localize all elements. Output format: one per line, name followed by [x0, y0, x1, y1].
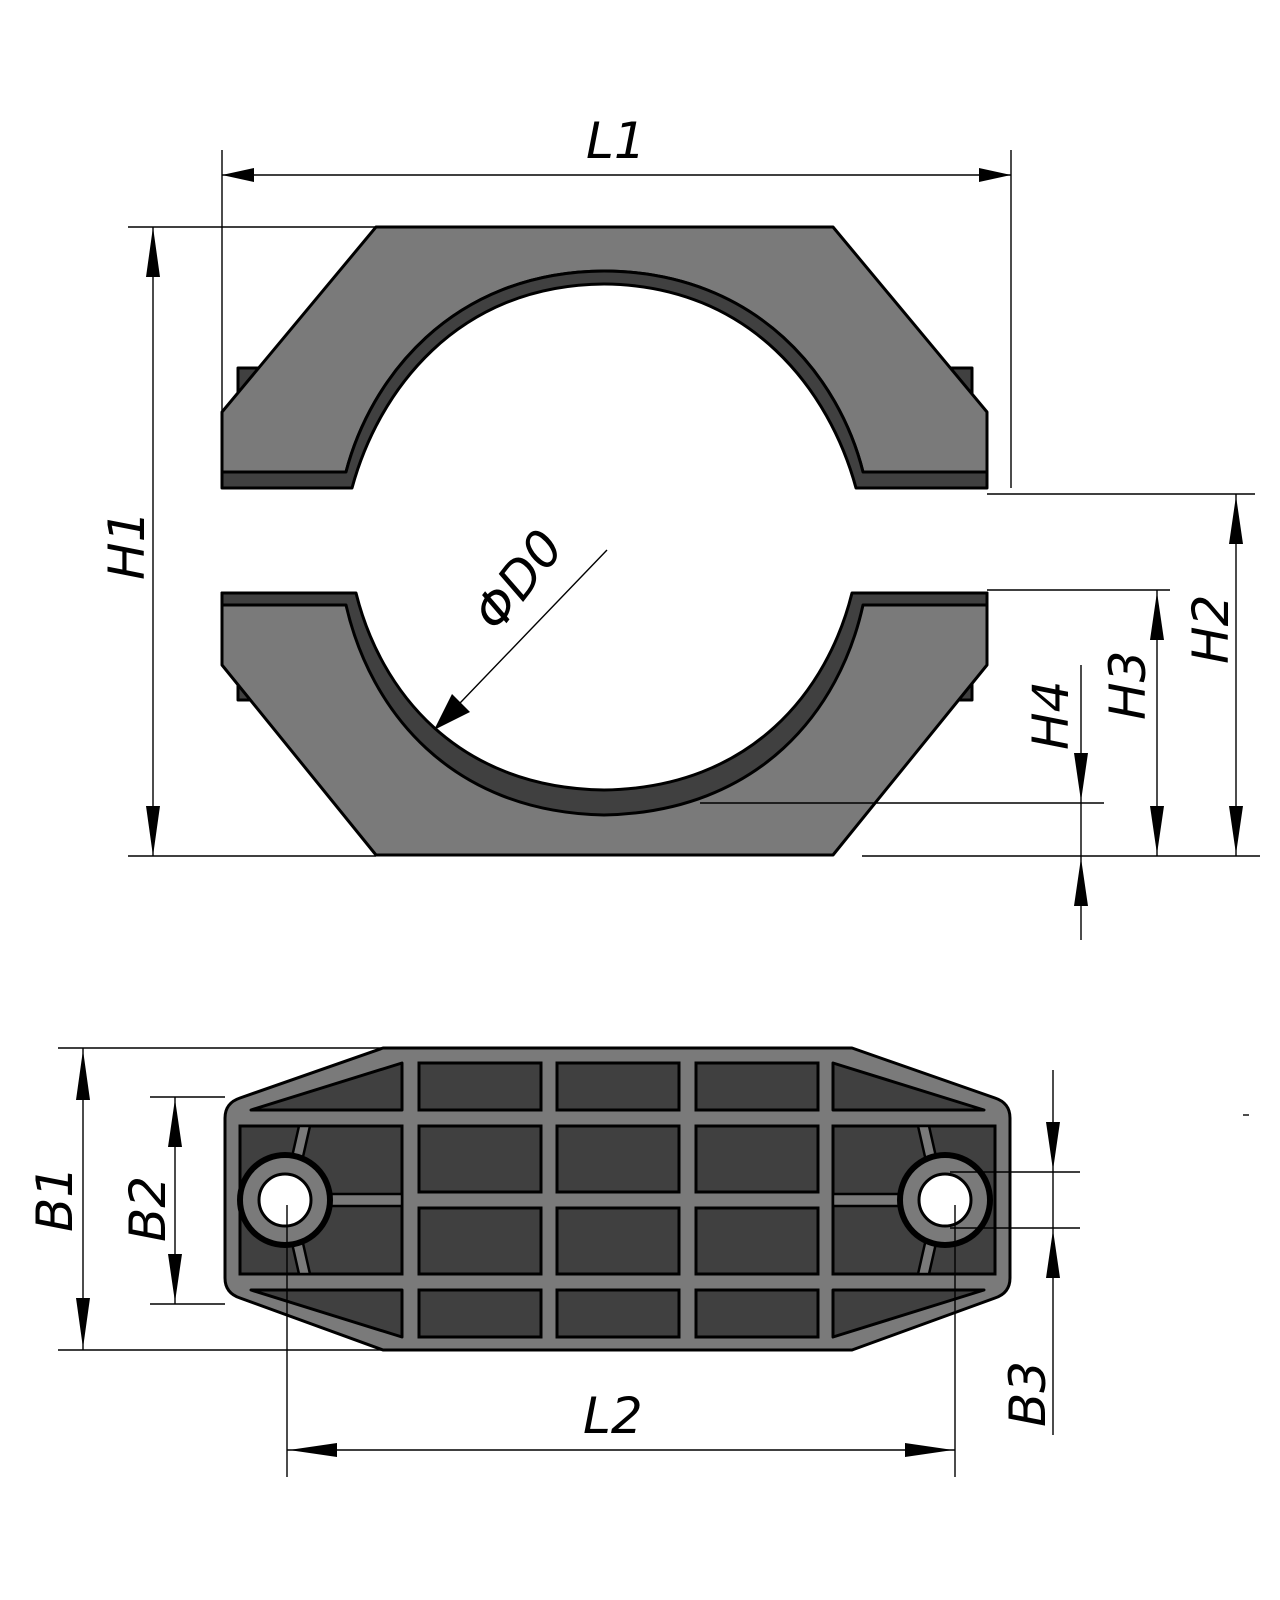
- label-h2: H2: [1182, 595, 1240, 664]
- bottom-view: B1 B2 B3 L2: [26, 1046, 1249, 1477]
- dimension-b1: B1: [26, 1047, 383, 1351]
- dimension-b3: B3: [950, 1070, 1080, 1435]
- label-l2: L2: [583, 1387, 643, 1445]
- pocket-triangle-top-left: [249, 1061, 404, 1112]
- label-h4: H4: [1022, 681, 1080, 750]
- front-view: L1 H1 ΦD0 H2: [98, 112, 1260, 940]
- label-h3: H3: [1099, 651, 1157, 720]
- dimension-h2: H2: [1182, 494, 1243, 856]
- right-bolt-hole: [917, 1172, 973, 1228]
- lower-liner: [220, 591, 989, 817]
- dimension-h3: H3: [1099, 590, 1164, 856]
- dimension-l2: L2: [286, 1205, 956, 1477]
- pocket-triangle-bottom-right: [831, 1288, 986, 1339]
- upper-clamp-half: [220, 225, 989, 474]
- label-b1: B1: [26, 1166, 84, 1232]
- left-bolt-hole: [257, 1172, 313, 1228]
- label-h1: H1: [98, 511, 156, 580]
- pocket-triangle-bottom-left: [249, 1288, 404, 1339]
- upper-liner: [220, 269, 989, 490]
- label-b3: B3: [999, 1361, 1057, 1427]
- dimension-b2: B2: [119, 1096, 225, 1305]
- dimension-h4: H4: [1022, 665, 1088, 940]
- left-bolt-pocket: [237, 1124, 404, 1276]
- label-d0: ΦD0: [462, 519, 575, 641]
- right-bolt-pocket: [831, 1124, 997, 1276]
- dimension-l1: L1: [221, 112, 1012, 488]
- label-b2: B2: [119, 1176, 177, 1242]
- label-l1: L1: [586, 112, 646, 170]
- pocket-triangle-top-right: [831, 1061, 986, 1112]
- dimension-d0: ΦD0: [434, 519, 608, 730]
- dimension-h1: H1: [98, 226, 376, 857]
- rib-grid: [417, 1061, 820, 1339]
